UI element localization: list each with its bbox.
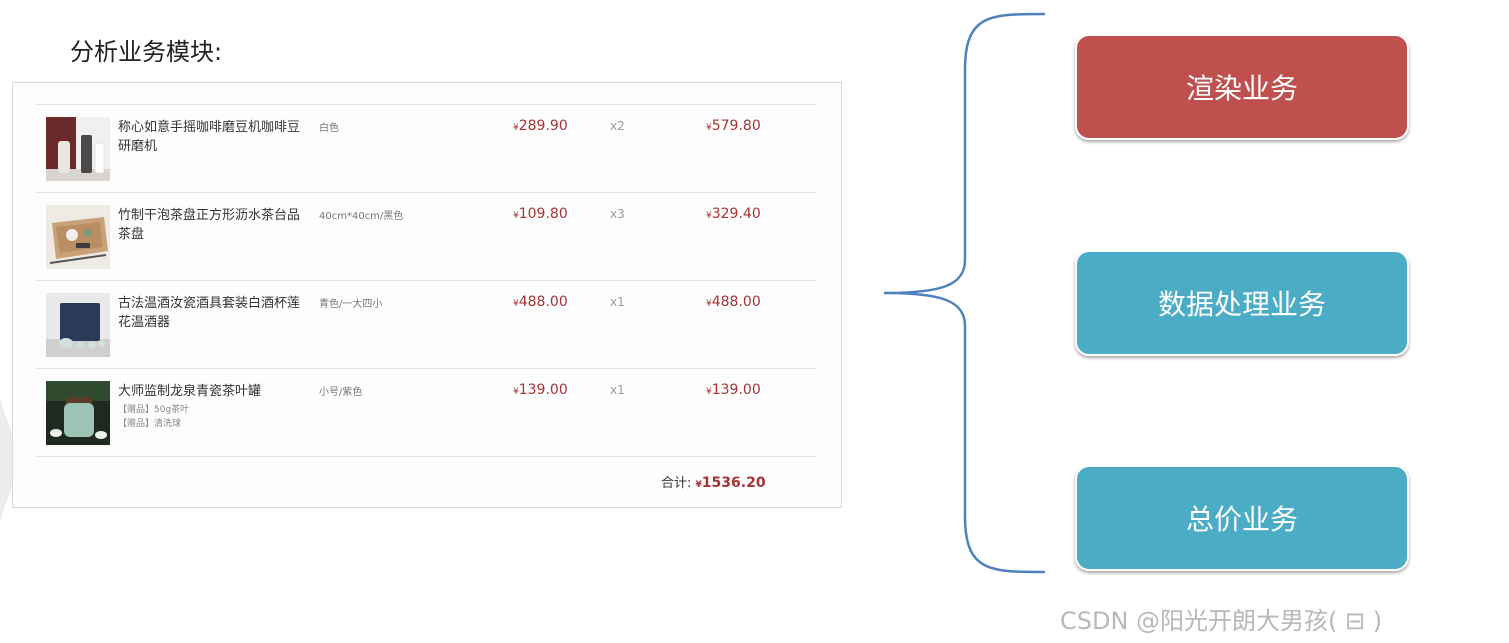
item-quantity: x2 <box>610 119 625 133</box>
item-spec: 40cm*40cm/黑色 <box>319 211 404 222</box>
total-amount: 1536.20 <box>701 475 766 491</box>
item-price-value: 109.80 <box>518 206 568 222</box>
currency-symbol: ¥ <box>706 123 712 133</box>
currency-symbol: ¥ <box>513 211 519 221</box>
item-name[interactable]: 竹制干泡茶盘正方形沥水茶台品茶盘 <box>118 208 301 242</box>
cart-row: 竹制干泡茶盘正方形沥水茶台品茶盘 40cm*40cm/黑色 ¥109.80 x3… <box>35 193 817 281</box>
item-quantity: x3 <box>610 207 625 221</box>
item-name[interactable]: 古法温酒汝瓷酒具套装白酒杯莲花温酒器 <box>118 296 301 330</box>
item-price: ¥488.00 <box>513 294 568 310</box>
cart-card: 称心如意手摇咖啡磨豆机咖啡豆研磨机 白色 ¥289.90 x2 ¥579.80 … <box>12 82 842 508</box>
currency-symbol: ¥ <box>695 480 702 490</box>
item-quantity: x1 <box>610 383 625 397</box>
item-subtotal-value: 579.80 <box>711 118 761 134</box>
cart-row: 称心如意手摇咖啡磨豆机咖啡豆研磨机 白色 ¥289.90 x2 ¥579.80 <box>35 105 817 193</box>
wine-set-image[interactable] <box>46 293 110 357</box>
data-module-label: 数据处理业务 <box>1157 288 1326 321</box>
cart-row: 大师监制龙泉青瓷茶叶罐 【赠品】50g茶叶 【赠品】清洗球 小号/紫色 ¥139… <box>35 369 817 457</box>
section-title: 分析业务模块: <box>70 38 223 66</box>
tea-canister-image[interactable] <box>46 381 110 445</box>
curly-brace <box>883 12 1046 574</box>
tea-tray-image[interactable] <box>46 205 110 269</box>
gift-line: 【赠品】清洗球 <box>118 419 182 429</box>
item-spec: 青色/一大四小 <box>319 299 383 310</box>
item-subtotal-value: 139.00 <box>711 382 761 398</box>
watermark: CSDN @阳光开朗大男孩( ⊟ ) <box>1060 607 1383 635</box>
brace-path <box>883 12 1046 574</box>
render-module-label: 渲染业务 <box>1185 72 1298 105</box>
currency-symbol: ¥ <box>513 123 519 133</box>
item-gifts: 【赠品】50g茶叶 【赠品】清洗球 <box>118 403 189 431</box>
item-subtotal: ¥329.40 <box>706 206 761 222</box>
currency-symbol: ¥ <box>513 299 519 309</box>
cart-list: 称心如意手摇咖啡磨豆机咖啡豆研磨机 白色 ¥289.90 x2 ¥579.80 … <box>35 104 817 457</box>
currency-symbol: ¥ <box>706 211 712 221</box>
coffee-grinder-image[interactable] <box>46 117 110 181</box>
item-subtotal: ¥488.00 <box>706 294 761 310</box>
render-module-box: 渲染业务 <box>1075 34 1409 140</box>
item-price: ¥109.80 <box>513 206 568 222</box>
total-module-box: 总价业务 <box>1075 465 1409 571</box>
item-subtotal-value: 488.00 <box>711 294 761 310</box>
item-price-value: 139.00 <box>518 382 568 398</box>
total-module-label: 总价业务 <box>1185 503 1298 536</box>
total-label: 合计: <box>661 476 692 491</box>
item-subtotal: ¥139.00 <box>706 382 761 398</box>
cart-total: 合计: ¥1536.20 <box>661 472 766 491</box>
currency-symbol: ¥ <box>513 387 519 397</box>
item-subtotal-value: 329.40 <box>711 206 761 222</box>
item-price-value: 289.90 <box>518 118 568 134</box>
item-spec: 白色 <box>319 123 339 134</box>
item-subtotal: ¥579.80 <box>706 118 761 134</box>
currency-symbol: ¥ <box>706 299 712 309</box>
gift-line: 【赠品】50g茶叶 <box>118 405 190 415</box>
currency-symbol: ¥ <box>706 387 712 397</box>
item-quantity: x1 <box>610 295 625 309</box>
item-price-value: 488.00 <box>518 294 568 310</box>
item-name[interactable]: 称心如意手摇咖啡磨豆机咖啡豆研磨机 <box>118 120 301 154</box>
item-price: ¥139.00 <box>513 382 568 398</box>
item-price: ¥289.90 <box>513 118 568 134</box>
total-value: ¥1536.20 <box>696 475 766 491</box>
cart-row: 古法温酒汝瓷酒具套装白酒杯莲花温酒器 青色/一大四小 ¥488.00 x1 ¥4… <box>35 281 817 369</box>
item-name[interactable]: 大师监制龙泉青瓷茶叶罐 <box>118 384 262 399</box>
item-spec: 小号/紫色 <box>319 387 363 398</box>
data-module-box: 数据处理业务 <box>1075 250 1409 356</box>
